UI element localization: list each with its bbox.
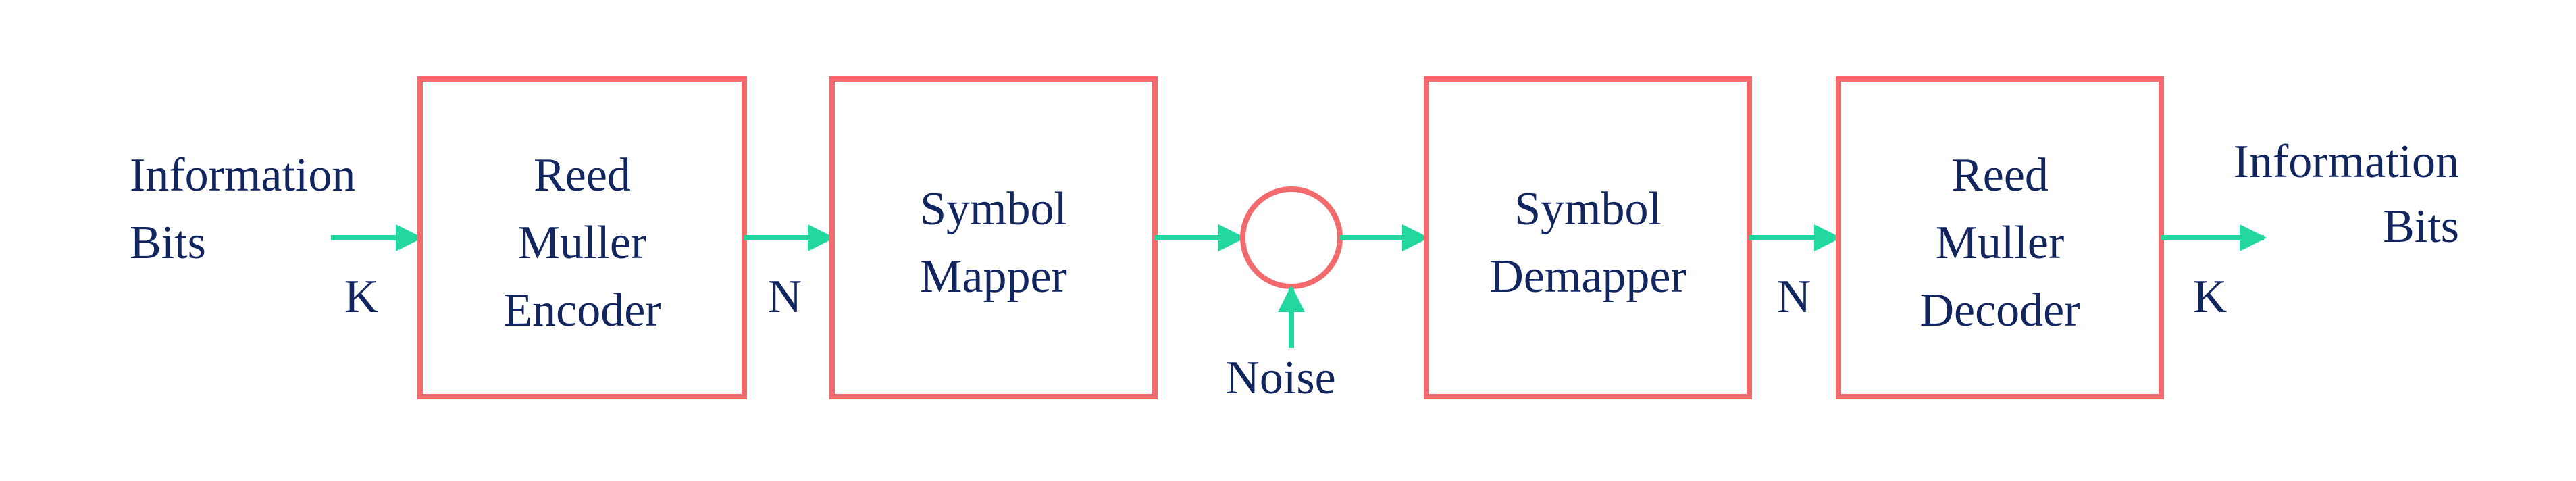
codeword-length-label-2: N xyxy=(1777,271,1811,323)
circle-adder-icon xyxy=(1240,186,1343,289)
symbol-demapper-block xyxy=(1424,76,1752,399)
codeword-length-label-1: N xyxy=(768,271,802,323)
output-length-label: K xyxy=(2193,271,2227,323)
encoder-label-line1: Reed xyxy=(534,149,631,201)
input-label-line1: Information xyxy=(130,149,355,201)
encoder-label-line2: Muller xyxy=(518,217,647,269)
decoder-label-line2: Muller xyxy=(1936,217,2065,269)
demapper-label-line1: Symbol xyxy=(1514,183,1661,235)
mapper-label-line2: Mapper xyxy=(920,251,1067,303)
decoder-label-line1: Reed xyxy=(1951,149,2049,201)
decoder-label-line3: Decoder xyxy=(1920,284,2080,336)
input-label-line2: Bits xyxy=(130,217,206,269)
demapper-label-line2: Demapper xyxy=(1489,251,1686,303)
input-length-label: K xyxy=(344,271,379,323)
mapper-label-line1: Symbol xyxy=(920,183,1067,235)
output-label-line1: Information xyxy=(2234,136,2459,188)
encoder-label-line3: Encoder xyxy=(503,284,661,336)
output-label-line2: Bits xyxy=(2383,201,2459,253)
symbol-mapper-block xyxy=(829,76,1158,399)
noise-label: Noise xyxy=(1225,352,1335,404)
